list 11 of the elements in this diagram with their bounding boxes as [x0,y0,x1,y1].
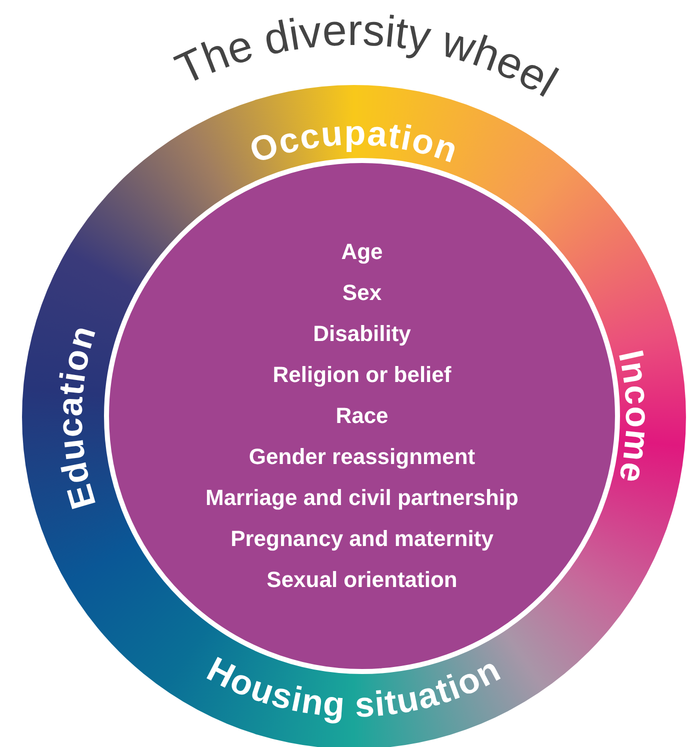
characteristic-label: Race [336,402,388,430]
characteristic-label: Disability [313,320,411,348]
characteristic-label: Religion or belief [272,361,452,389]
ring-label: Occupation [245,114,464,171]
characteristic-label: Marriage and civil partnership [206,484,518,512]
characteristic-label: Sex [342,279,382,307]
characteristic-label: Pregnancy and maternity [230,525,494,553]
characteristic-label: Age [341,238,383,266]
characteristic-label: Sexual orientation [266,566,458,594]
wheel-title: The diversity wheel [168,6,566,107]
characteristic-label: Gender reassignment [248,443,476,471]
